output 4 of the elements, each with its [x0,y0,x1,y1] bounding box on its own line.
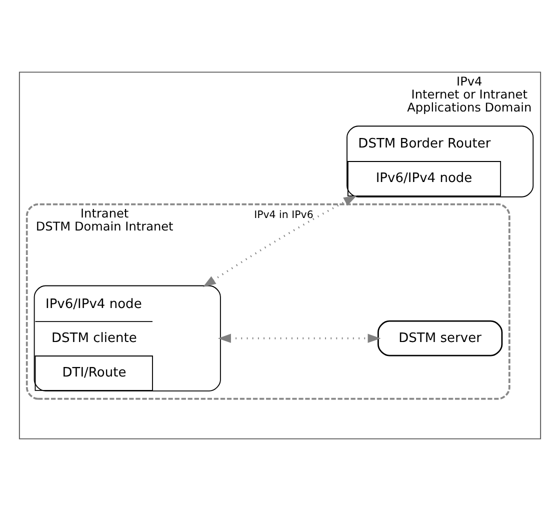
edge-label: IPv4 in IPv6 [254,210,314,222]
arrow [218,334,381,343]
arrow [202,196,357,288]
node-box: DSTM server [377,320,503,356]
